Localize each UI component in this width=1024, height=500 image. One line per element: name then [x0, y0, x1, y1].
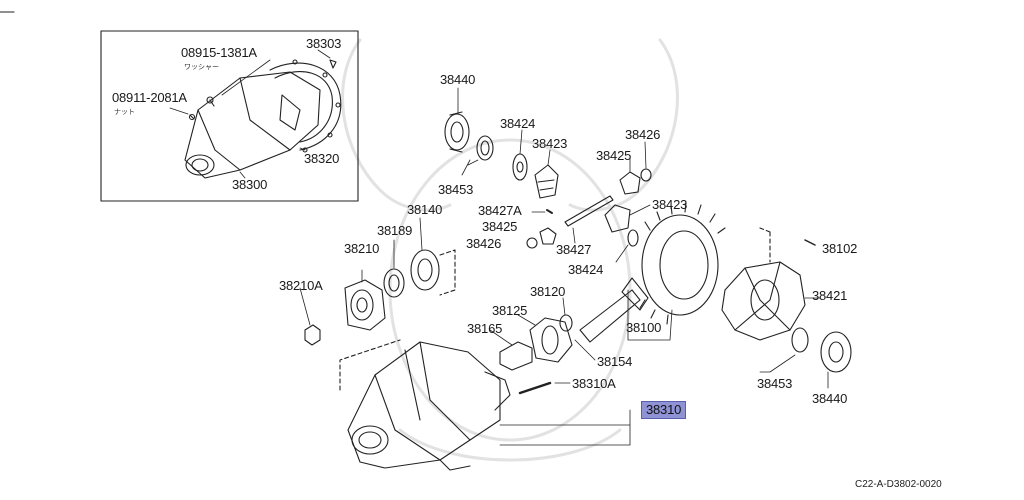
label-38425-top: 38425 [596, 148, 632, 163]
bearing-38440-bottom [759, 327, 852, 389]
carrier-housing-38310 [339, 339, 631, 471]
label-38427: 38427 [556, 242, 592, 257]
diagram-code: C22-A-D3802-0020 [855, 479, 942, 490]
label-38154: 38154 [597, 354, 633, 369]
label-38423-mid: 38423 [652, 197, 688, 212]
label-38303: 38303 [306, 36, 342, 51]
label-38440-bottom: 38440 [812, 391, 848, 406]
inset-carrier-assembly [184, 59, 342, 179]
label-38425-mid: 38425 [482, 219, 518, 234]
label-38102: 38102 [822, 241, 858, 256]
bearing-38440-top [444, 87, 494, 176]
label-38423-top: 38423 [532, 136, 568, 151]
label-38100: 38100 [626, 320, 662, 335]
ring-gear-38100 [579, 202, 726, 343]
label-38440-top: 38440 [440, 72, 476, 87]
label-38421: 38421 [812, 288, 848, 303]
differential-case-38421 [721, 227, 821, 341]
label-38300: 38300 [232, 177, 268, 192]
label-38189: 38189 [377, 223, 413, 238]
nut-38210A [299, 287, 321, 346]
label-38125: 38125 [492, 303, 528, 318]
label-38210A: 38210A [279, 278, 323, 293]
watermark-logo [341, 38, 679, 462]
label-38165: 38165 [467, 321, 503, 336]
inset-frame [100, 30, 359, 202]
label-38424-mid: 38424 [568, 262, 604, 277]
label-nut-part: 08911-2081A [112, 90, 187, 105]
inset-leaders [169, 49, 331, 179]
label-38310-highlighted[interactable]: 38310 [641, 401, 687, 419]
flange-seal-bearing [344, 217, 456, 331]
label-38310A: 38310A [572, 376, 616, 391]
label-38426-mid: 38426 [466, 236, 502, 251]
label-38120: 38120 [530, 284, 566, 299]
label-washer-sub: ワッシャー [184, 64, 219, 71]
label-38426-top: 38426 [625, 127, 661, 142]
label-washer-part: 08915-1381A [181, 45, 257, 60]
label-38427A: 38427A [478, 203, 522, 218]
label-38210: 38210 [344, 241, 380, 256]
gear-set-upper [512, 129, 652, 199]
label-38140: 38140 [407, 202, 443, 217]
pinion-bearing-parts [489, 297, 596, 371]
label-38320: 38320 [304, 151, 340, 166]
label-38424-top: 38424 [500, 116, 536, 131]
label-nut-sub: ナット [114, 109, 135, 116]
label-38453-top: 38453 [438, 182, 474, 197]
pinion-shaft [526, 195, 651, 263]
label-38453-bottom: 38453 [757, 376, 793, 391]
